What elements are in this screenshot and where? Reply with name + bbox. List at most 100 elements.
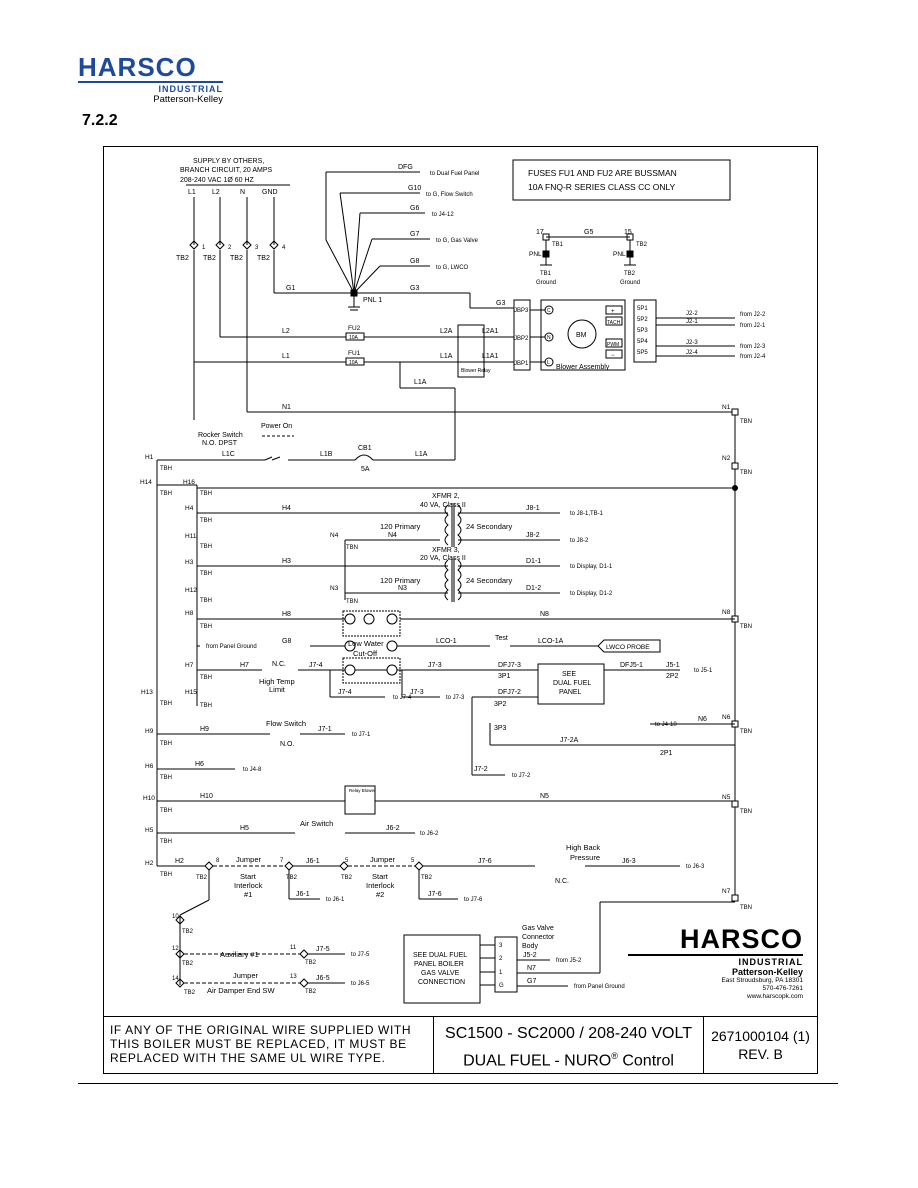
tb2-h2-b: TB2: [286, 875, 298, 881]
dest-j71: to J7-1: [352, 732, 371, 738]
hb-website: www.harscopk.com: [747, 993, 803, 1000]
interlock-label-2: Interlock: [366, 881, 395, 890]
tbh-h9: TBH: [160, 741, 172, 747]
wire-n7: N7: [527, 965, 536, 972]
see-df-line2: DUAL FUEL: [553, 680, 591, 687]
hb-phone: 570-476-7261: [762, 985, 803, 992]
high-temp-label: High Temp: [259, 677, 295, 686]
wire-j63: J6-3: [622, 858, 636, 865]
term-7: 7: [280, 858, 284, 864]
connector-label: Connector: [522, 934, 555, 941]
wire-j24: J2-4: [686, 350, 698, 356]
wire-j72a: J7-2A: [560, 737, 579, 744]
high-temp-limit: Limit: [269, 685, 286, 694]
h13-node: H13: [141, 689, 153, 696]
wire-l1: L1: [282, 353, 290, 360]
wire-g7: G7: [410, 231, 419, 238]
lwco-probe-label: LWCO PROBE: [606, 644, 650, 651]
section-number: 7.2.2: [82, 112, 118, 129]
wire-lco1: LCO-1: [436, 638, 457, 645]
dest-g8: to G, LWCO: [436, 265, 469, 271]
wire-j51: J5-1: [666, 662, 680, 669]
tbh-h5: TBH: [160, 839, 172, 845]
df-gv-line4: CONNECTION: [418, 979, 465, 986]
xfmr2-rating: 40 VA, Class II: [420, 502, 466, 509]
jbp1-label: JBP1: [514, 361, 529, 367]
dest-dfg: to Dual Fuel Panel: [430, 171, 479, 177]
pressure-label: Pressure: [570, 853, 600, 862]
wire-l1b: L1B: [320, 451, 333, 458]
n3-node: N3: [330, 585, 339, 592]
df-gv-line1: SEE DUAL FUEL: [413, 952, 467, 959]
n2-node: N2: [722, 455, 731, 462]
wire-j22: J2-2: [686, 311, 698, 317]
fuse-note-line1: FUSES FU1 AND FU2 ARE BUSSMAN: [528, 168, 677, 178]
wire-j82: J8-2: [526, 532, 540, 539]
n6-node: N6: [722, 714, 731, 721]
wire-d12: D1-2: [526, 585, 541, 592]
tb1-ground-label: TB1: [540, 271, 552, 277]
wire-j81: J8-1: [526, 505, 540, 512]
start-label-2: Start: [372, 872, 389, 881]
h1-node: H1: [145, 454, 154, 461]
gv-pin-1: 1: [499, 970, 503, 976]
wire-d11: D1-1: [526, 558, 541, 565]
wire-j23: J2-3: [686, 340, 698, 346]
dest-j21: from J2-1: [740, 323, 766, 329]
flow-switch-label: Flow Switch: [266, 719, 306, 728]
tbh-h7: TBH: [200, 675, 212, 681]
tbh-h10: TBH: [160, 808, 172, 814]
wire-dfj51: DFJ5-1: [620, 662, 643, 669]
tb2-label-2: TB2: [203, 255, 216, 262]
h5-node: H5: [145, 827, 154, 834]
cutoff-label: Cut-Off: [353, 649, 378, 658]
dest-d11: to Display, D1-1: [570, 564, 613, 570]
h3-node: H3: [185, 559, 194, 566]
sp5-label: 5P5: [637, 350, 648, 356]
start-label-1: Start: [240, 872, 257, 881]
hb-brand: HARSCO: [679, 924, 803, 954]
term-17: 17: [536, 229, 544, 236]
df-gv-line3: GAS VALVE: [421, 970, 460, 977]
air-switch-label: Air Switch: [300, 819, 333, 828]
tbh-h8: TBH: [200, 624, 212, 630]
tb2-label-1: TB2: [176, 255, 189, 262]
interlock-num-2: #2: [376, 890, 384, 899]
h8-node: H8: [185, 610, 194, 617]
diagram-frame: [103, 146, 818, 1074]
wire-h10: H10: [200, 793, 213, 800]
tbn-8: TBN: [740, 624, 752, 630]
supply-col-gnd: GND: [262, 189, 278, 196]
tbh-h12: TBH: [200, 598, 212, 604]
dest-j75: to J7-5: [351, 952, 370, 958]
auxiliary-label: Auxiliary #1: [220, 950, 259, 959]
dest-j74: to J7-4: [393, 695, 412, 701]
harsco-title-logo: HARSCO INDUSTRIAL Patterson-Kelley East …: [628, 925, 803, 1001]
pressure-nc: N.C.: [555, 878, 569, 885]
tb2-11: TB2: [305, 960, 317, 966]
tb1-label: TB1: [552, 242, 564, 248]
sp3-label: 5P3: [637, 328, 648, 334]
h9-node: H9: [145, 728, 154, 735]
page-footer-rule: [78, 1083, 838, 1084]
wire-j73: J7-3: [428, 662, 442, 669]
dest-j23: from J2-3: [740, 344, 766, 350]
pnl-label-b: PNL: [613, 251, 626, 258]
dest-j73: to J7-3: [446, 695, 465, 701]
term-11: 11: [290, 945, 297, 951]
xfmr3-label: XFMR 3,: [432, 547, 460, 554]
n4-node: N4: [330, 532, 339, 539]
term-12: 12: [172, 946, 179, 952]
wire-h9: H9: [200, 726, 209, 733]
wire-dfg: DFG: [398, 164, 413, 171]
low-water-label: Low Water: [348, 639, 384, 648]
n7-node: N7: [722, 888, 731, 895]
dest-j24: from J2-4: [740, 354, 766, 360]
wire-j21: J2-1: [686, 319, 698, 325]
wire-g8: G8: [410, 258, 419, 265]
term-minus: −: [611, 353, 615, 359]
tbn-n3: TBN: [346, 599, 358, 605]
dest-d12: to Display, D1-2: [570, 591, 613, 597]
term-14: 14: [172, 976, 179, 982]
wire-h6: H6: [195, 761, 204, 768]
